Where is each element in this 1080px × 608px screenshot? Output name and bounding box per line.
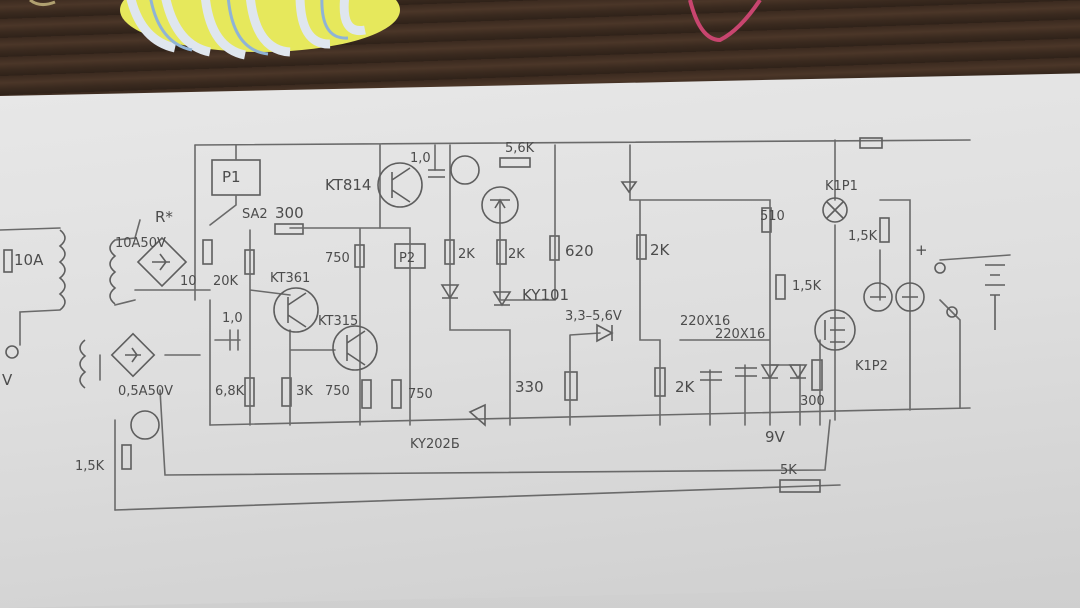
label-relay-p2: P2 [399, 251, 415, 266]
capacitor-top [428, 169, 445, 178]
label-fuse-left: 10A [14, 251, 44, 269]
led-small [130, 410, 160, 440]
label-r330: 330 [515, 378, 544, 396]
optocoupler [481, 186, 519, 224]
label-c220x16: 220X16 [715, 327, 765, 342]
label-9v: 9V [765, 428, 786, 446]
toroid-coil-decoration [29, 0, 762, 60]
resistor-group [121, 137, 890, 493]
label-ky101: KY101 [522, 286, 569, 304]
lamp [822, 197, 848, 223]
label-bridge-small: 0,5A50V [118, 384, 173, 399]
mosfet [814, 309, 856, 351]
label-k1p1: K1P1 [825, 179, 858, 194]
label-r2k-c: 2K [650, 241, 671, 259]
label-r5k: 5K [780, 463, 797, 478]
label-r-star: R* [155, 208, 173, 226]
label-ky202: KY202Б [410, 437, 460, 452]
label-r750a: 750 [325, 251, 350, 266]
label-bridge-main: 10A50V [115, 236, 166, 251]
label-kt814: KT814 [325, 176, 371, 194]
label-r20k: 20K [213, 274, 239, 289]
label-r2k-b: 2K [508, 247, 525, 262]
label-r15k-mid: 1,5K [792, 279, 822, 294]
label-plus: + [915, 241, 928, 259]
bridge-rectifier-small [110, 332, 156, 378]
thyristor-ky202 [468, 403, 486, 427]
transistor-kt315 [332, 325, 378, 371]
transformer-left [0, 219, 141, 389]
label-r750b: 750 [325, 384, 350, 399]
label-r10: 10 [180, 274, 197, 289]
label-r56k: 5,6K [505, 141, 535, 156]
transistor-top [450, 155, 480, 185]
diode-c [788, 364, 808, 380]
transistor-kt361 [273, 287, 319, 333]
bridge-rectifier-main [136, 236, 188, 288]
label-r2k-a: 2K [458, 247, 475, 262]
label-r3k: 3K [296, 384, 313, 399]
label-kt361: KT361 [270, 271, 310, 286]
label-r300b: 300 [800, 394, 825, 409]
label-r68k: 6,8K [215, 384, 245, 399]
label-r510: 510 [760, 209, 785, 224]
label-sa2: SA2 [242, 207, 268, 222]
label-relay-p1: P1 [222, 168, 241, 186]
led-pair [863, 282, 925, 312]
label-k1p2: K1P2 [855, 359, 888, 374]
label-c20x16: 220X16 [680, 314, 730, 329]
label-kt315: KT315 [318, 314, 358, 329]
diode-b [760, 364, 780, 380]
thyristor-ky101 [492, 291, 512, 307]
diode-a [440, 284, 460, 300]
label-r15k-top: 1,5K [848, 229, 878, 244]
label-r300: 300 [275, 204, 304, 222]
label-c10: 1,0 [410, 151, 431, 166]
label-r620: 620 [565, 242, 594, 260]
battery [985, 264, 1005, 330]
transistor-kt814 [377, 162, 423, 208]
label-r15k-low: 1,5K [75, 459, 105, 474]
capacitor-a [700, 371, 722, 381]
label-left-v: V [2, 371, 13, 389]
zener-diode [596, 323, 614, 343]
label-r750c: 750 [408, 387, 433, 402]
diode-top [620, 181, 638, 194]
label-c10-low: 1,0 [222, 311, 243, 326]
label-r2k-d: 2K [675, 378, 696, 396]
capacitor-b [735, 367, 757, 377]
label-zener: 3,3–5,6V [565, 309, 622, 324]
